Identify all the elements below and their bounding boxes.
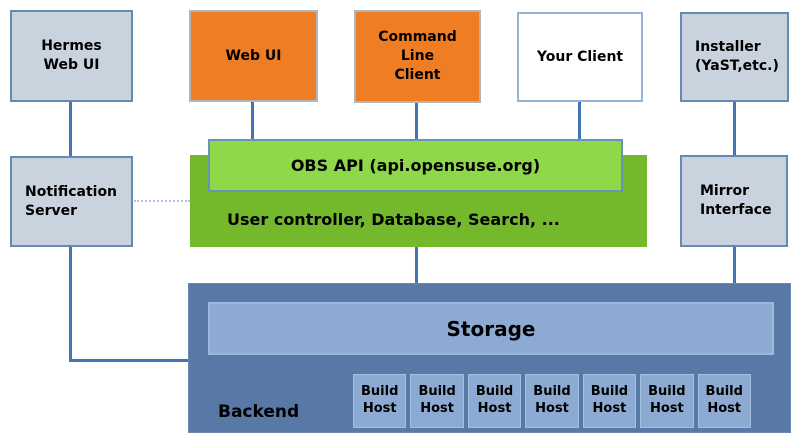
command-line-client-box: Command Line Client	[354, 10, 481, 103]
mirror-interface-label: Mirror Interface	[700, 183, 772, 218]
connector-cli-api	[415, 100, 418, 142]
web-ui-label: Web UI	[225, 47, 282, 64]
connector-notification-frontend-dotted	[134, 200, 190, 202]
connector-frontend-backend	[415, 245, 418, 285]
build-host-box: Build Host	[353, 374, 407, 428]
notification-server-label: Notification Server	[25, 183, 118, 219]
hermes-web-ui-box: Hermes Web UI	[10, 10, 133, 102]
storage-label: Storage	[446, 316, 536, 341]
notification-server-box: Notification Server	[10, 156, 133, 247]
hermes-web-ui-label: Hermes Web UI	[41, 38, 102, 73]
build-host-row: Build Host Build Host Build Host Build H…	[353, 374, 751, 428]
command-line-client-label: Command Line Client	[378, 29, 457, 83]
storage-box: Storage	[208, 302, 774, 355]
connector-hermes-notification	[69, 100, 72, 158]
connector-notification-down	[69, 245, 72, 362]
build-host-box: Build Host	[697, 374, 751, 428]
build-host-box: Build Host	[582, 374, 637, 428]
backend-label: Backend	[218, 402, 300, 422]
frontend-label: User controller, Database, Search, ...	[227, 210, 560, 229]
obs-api-label: OBS API (api.opensuse.org)	[290, 156, 541, 175]
build-host-box: Build Host	[525, 374, 579, 428]
web-ui-box: Web UI	[189, 10, 318, 102]
connector-installer-mirror	[733, 100, 736, 157]
connector-mirror-backend	[733, 245, 736, 285]
your-client-label: Your Client	[536, 48, 624, 65]
mirror-interface-box: Mirror Interface	[680, 155, 788, 247]
connector-notification-backend	[69, 359, 190, 362]
connector-yourclient-api	[578, 100, 581, 142]
connector-webui-api	[251, 100, 254, 142]
build-host-box: Build Host	[467, 374, 522, 428]
build-host-box: Build Host	[640, 374, 694, 428]
installer-box: Installer (YaST,etc.)	[680, 12, 789, 102]
backend-box: Storage Backend Build Host Build Host Bu…	[188, 283, 791, 433]
your-client-box: Your Client	[517, 12, 643, 102]
build-host-box: Build Host	[410, 374, 464, 428]
obs-api-box: OBS API (api.opensuse.org)	[208, 139, 623, 192]
installer-label: Installer (YaST,etc.)	[695, 39, 779, 74]
